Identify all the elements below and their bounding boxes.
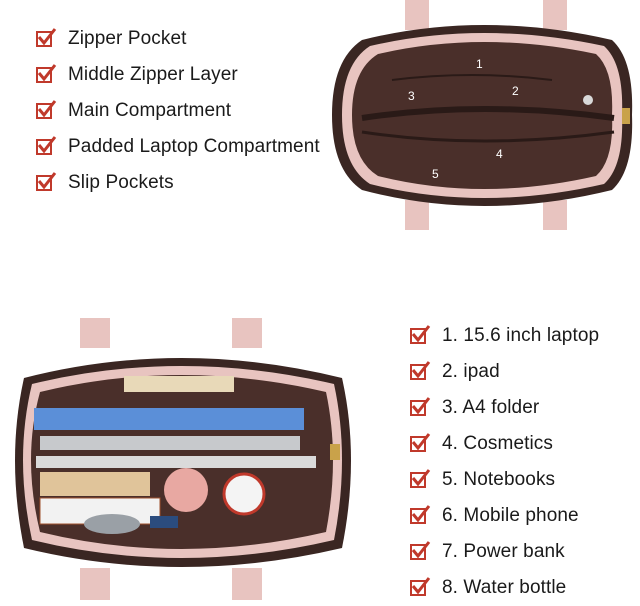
feature-label: Middle Zipper Layer (68, 64, 238, 85)
capacity-label: 1. 15.6 inch laptop (442, 325, 600, 346)
features-list: Zipper Pocket Middle Zipper Layer Main C… (36, 21, 320, 201)
compartment-marker: 5 (432, 167, 439, 181)
water-bottle-item (222, 472, 266, 516)
capacity-item: 6. Mobile phone (410, 498, 599, 534)
feature-item: Main Compartment (36, 93, 320, 129)
feature-label: Zipper Pocket (68, 28, 187, 49)
capacity-label: 5. Notebooks (442, 469, 556, 490)
checkbox-checked-icon (36, 28, 57, 47)
power-bank-item (84, 514, 140, 534)
checkbox-checked-icon (410, 505, 431, 524)
packed-bag-photo (15, 318, 351, 600)
bag-interior-photo: 1 2 3 4 5 (332, 0, 633, 230)
capacity-item: 1. 15.6 inch laptop (410, 318, 599, 354)
zipper-pull-icon (622, 108, 630, 124)
capacity-item: 8. Water bottle (410, 570, 599, 606)
feature-label: Main Compartment (68, 100, 232, 121)
notebook-item (40, 472, 150, 496)
checkbox-checked-icon (410, 325, 431, 344)
checkbox-checked-icon (410, 361, 431, 380)
capacity-label: 4. Cosmetics (442, 433, 554, 454)
checkbox-checked-icon (410, 469, 431, 488)
compartment-marker: 1 (476, 57, 483, 71)
laptop-item (40, 436, 300, 450)
zipper-pull-icon (330, 444, 340, 460)
capacity-label: 3. A4 folder (442, 397, 540, 418)
capacity-item: 4. Cosmetics (410, 426, 599, 462)
mobile-phone-item (150, 516, 178, 528)
capacity-label: 8. Water bottle (442, 577, 567, 598)
checkbox-checked-icon (410, 433, 431, 452)
capacity-item: 2. ipad (410, 354, 599, 390)
feature-item: Slip Pockets (36, 165, 320, 201)
capacity-item: 5. Notebooks (410, 462, 599, 498)
feature-item: Middle Zipper Layer (36, 57, 320, 93)
checkbox-checked-icon (36, 172, 57, 191)
feature-label: Padded Laptop Compartment (68, 136, 320, 157)
feature-item: Zipper Pocket (36, 21, 320, 57)
feature-item: Padded Laptop Compartment (36, 129, 320, 165)
capacity-label: 7. Power bank (442, 541, 565, 562)
compartment-marker: 2 (512, 84, 519, 98)
capacity-item: 3. A4 folder (410, 390, 599, 426)
capacity-label: 2. ipad (442, 361, 500, 382)
blue-folder-item (34, 408, 304, 430)
compartment-marker: 3 (408, 89, 415, 103)
capacity-label: 6. Mobile phone (442, 505, 579, 526)
cosmetics-item (164, 468, 208, 512)
folder-item (124, 376, 234, 392)
checkbox-checked-icon (36, 64, 57, 83)
capacity-list: 1. 15.6 inch laptop 2. ipad 3. A4 folder… (410, 318, 599, 606)
checkbox-checked-icon (36, 100, 57, 119)
compartment-marker: 4 (496, 147, 503, 161)
checkbox-checked-icon (410, 577, 431, 596)
checkbox-checked-icon (410, 397, 431, 416)
checkbox-checked-icon (36, 136, 57, 155)
checkbox-checked-icon (410, 541, 431, 560)
capacity-item: 7. Power bank (410, 534, 599, 570)
feature-label: Slip Pockets (68, 172, 174, 193)
